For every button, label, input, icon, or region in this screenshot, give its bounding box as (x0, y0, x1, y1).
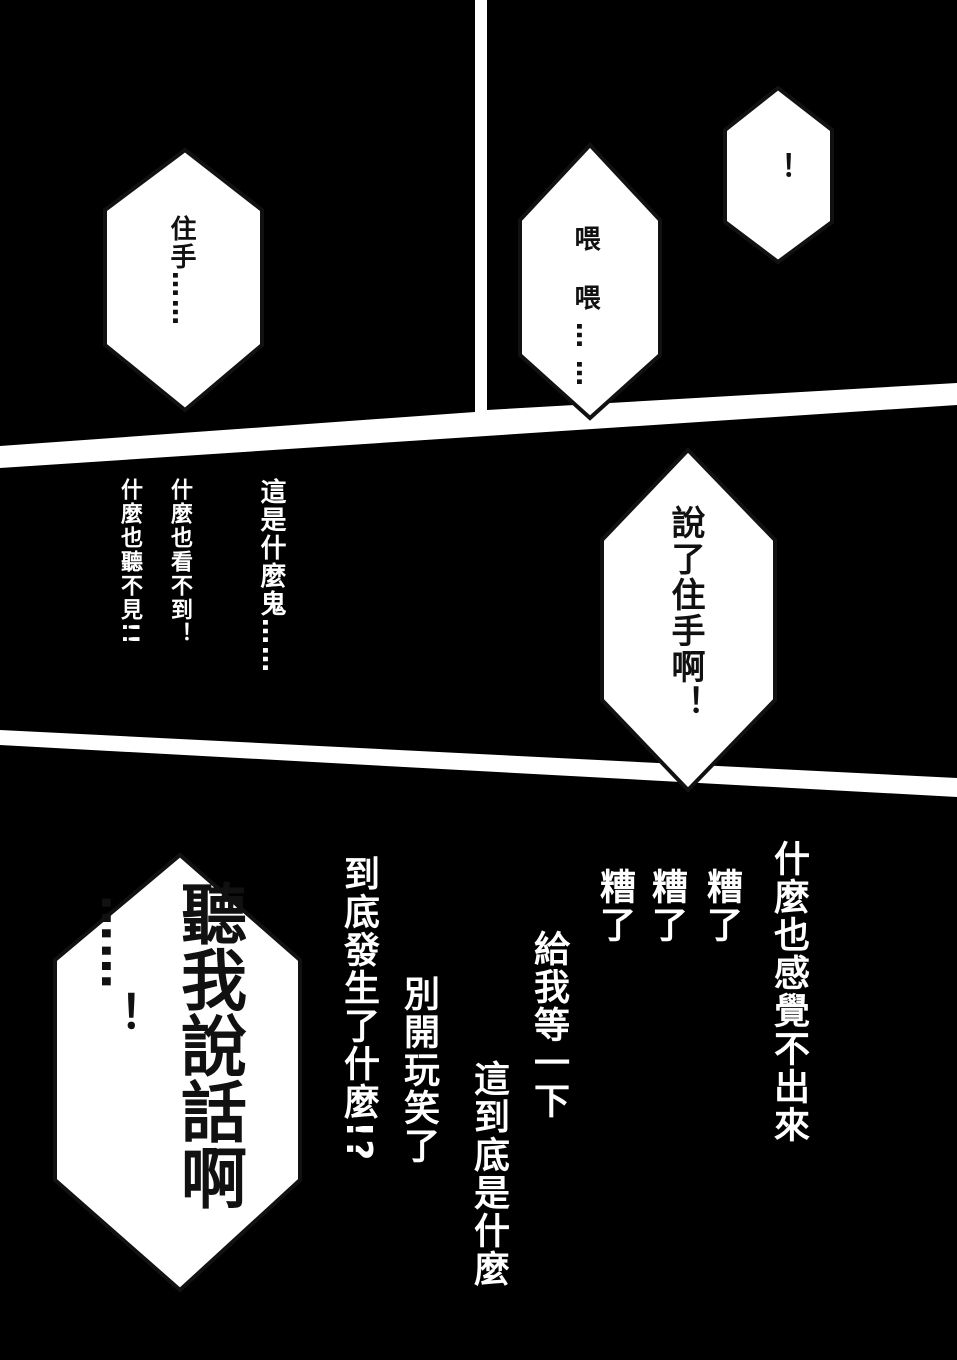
bubble-text: 說了住手啊！ (665, 505, 705, 721)
speech-bubble-3 (600, 447, 777, 793)
narration-text: 什麼也聽不見!! (117, 478, 142, 647)
narration-text: 這是什麼鬼…… (256, 478, 286, 674)
shout-text: 糟了 (701, 868, 742, 944)
shout-text: 什麼也感覺不出來 (768, 840, 809, 1144)
shout-text: 給我等一下 (528, 930, 569, 1120)
shout-text: 別開玩笑了 (398, 975, 439, 1165)
narration-text: 什麼也看不到！ (167, 478, 192, 646)
shout-text: 糟了 (646, 868, 687, 944)
shout-text: 到底發生了什麼!? (338, 855, 379, 1163)
speech-bubble-4 (53, 852, 302, 1293)
bubble-text: ……！ (91, 895, 145, 1039)
bubble-text: 喂 喂…… (570, 225, 600, 399)
bubble-text: ！ (761, 152, 796, 184)
speech-bubble-1 (103, 147, 264, 413)
speech-bubble-2 (518, 142, 662, 421)
bubble-text: 住手…… (166, 215, 196, 327)
panel-3 (0, 405, 957, 778)
shout-text: 這到底是什麼 (468, 1060, 509, 1288)
shout-text: 糟了 (594, 868, 635, 944)
speech-bubble-2-small (723, 85, 834, 265)
bubble-text: 聽我說話啊 (170, 880, 247, 1210)
